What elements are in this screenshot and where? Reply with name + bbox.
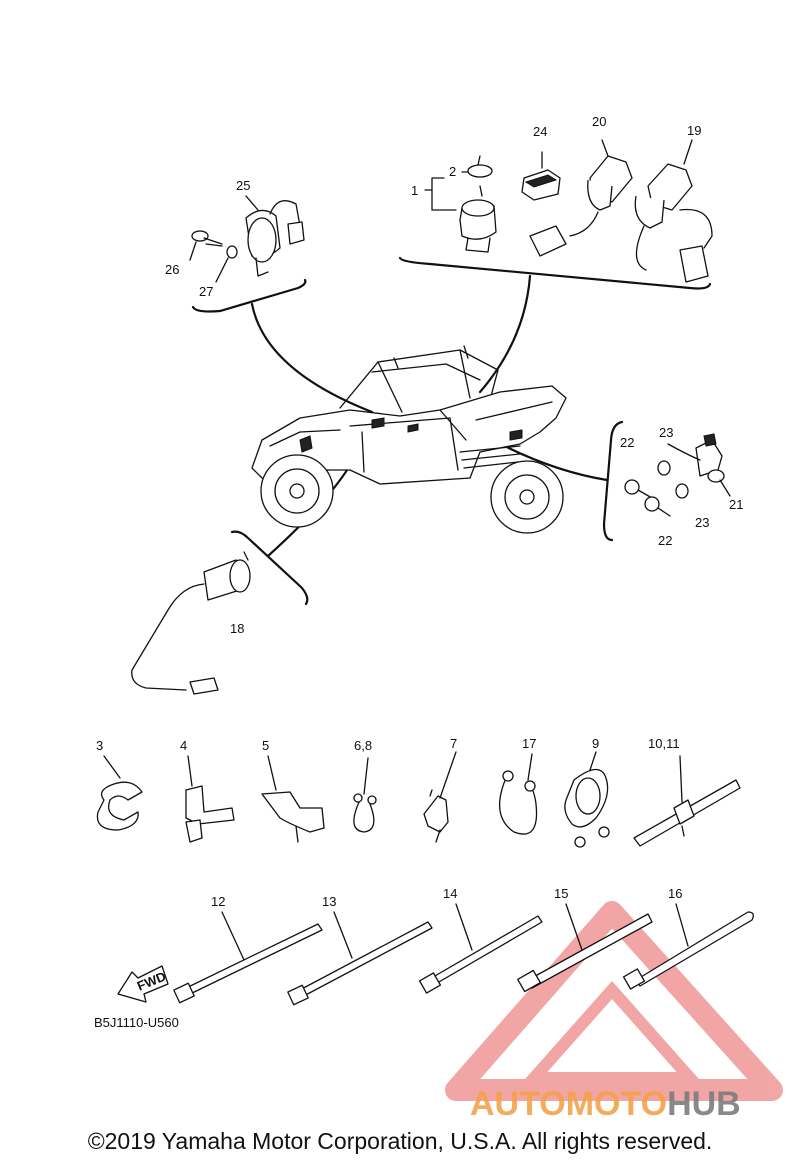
watermark-part1: AUTOMOTO (470, 1085, 667, 1123)
callout-21: 21 (729, 497, 743, 512)
callout-15: 15 (554, 886, 568, 901)
callout-13: 13 (322, 894, 336, 909)
callout-5: 5 (262, 738, 269, 753)
callout-18: 18 (230, 621, 244, 636)
buzzer-25-part (245, 195, 305, 277)
tie-13-part (287, 911, 433, 1006)
main-switch-part (459, 155, 497, 253)
tie-12-part (173, 911, 323, 1004)
bolt-26-part (189, 230, 223, 261)
callout-24: 24 (533, 124, 547, 139)
clip-5-part (261, 755, 325, 843)
callout-labels: 1 2 24 20 19 25 26 27 22 23 21 23 22 18 … (96, 114, 743, 909)
copyright-notice: ©2019 Yamaha Motor Corporation, U.S.A. A… (87, 1128, 713, 1154)
tie-10-11-part (633, 755, 741, 847)
callout-2: 2 (449, 164, 456, 179)
diagram-code: B5J1110-U560 (94, 1015, 179, 1030)
washer-23-part (657, 443, 701, 499)
washer-27-part (215, 245, 238, 283)
switch-20-part (529, 139, 633, 257)
callout-16: 16 (668, 886, 682, 901)
sensor-21-part (695, 433, 731, 497)
fwd-arrow-icon: FWD (117, 965, 169, 1003)
watermark-part2: HUB (667, 1085, 741, 1123)
callout-6-8: 6,8 (354, 738, 372, 753)
callout-22a: 22 (620, 435, 634, 450)
callout-17: 17 (522, 736, 536, 751)
clamp-9-part (564, 751, 610, 848)
callout-22b: 22 (658, 533, 672, 548)
clip-4-part (185, 755, 235, 843)
callout-25: 25 (236, 178, 250, 193)
upper-right-group-bracket (398, 256, 712, 394)
watermark-text: AUTOMOTOHUB (470, 1085, 741, 1123)
svg-text:AUTOMOTOHUB: AUTOMOTOHUB (470, 1085, 741, 1123)
switch-19-part (634, 139, 713, 283)
callout-9: 9 (592, 736, 599, 751)
tie-15-part (517, 903, 653, 993)
callout-23b: 23 (695, 515, 709, 530)
callout-26: 26 (165, 262, 179, 277)
callout-27: 27 (199, 284, 213, 299)
connector-24-part (521, 151, 561, 201)
callout-20: 20 (592, 114, 606, 129)
callout-4: 4 (180, 738, 187, 753)
clip-6-8-part (353, 757, 377, 833)
callout-3: 3 (96, 738, 103, 753)
tie-16-part (622, 903, 754, 990)
clip-7-part (423, 751, 457, 843)
upper-left-group-bracket (191, 278, 374, 414)
callout-10-11: 10,11 (648, 736, 680, 751)
watermark-logo (445, 901, 783, 1101)
callout-1: 1 (411, 183, 418, 198)
callout-14: 14 (443, 886, 457, 901)
callout-19: 19 (687, 123, 701, 138)
clip-17-part (499, 753, 538, 835)
callout-23a: 23 (659, 425, 673, 440)
clip-3-part (96, 755, 143, 831)
bolt-22-part (624, 479, 671, 517)
socket-18-part (131, 551, 251, 695)
tie-14-part (418, 903, 543, 994)
callout-12: 12 (211, 894, 225, 909)
vehicle-illustration (251, 345, 567, 534)
callout-7: 7 (450, 736, 457, 751)
